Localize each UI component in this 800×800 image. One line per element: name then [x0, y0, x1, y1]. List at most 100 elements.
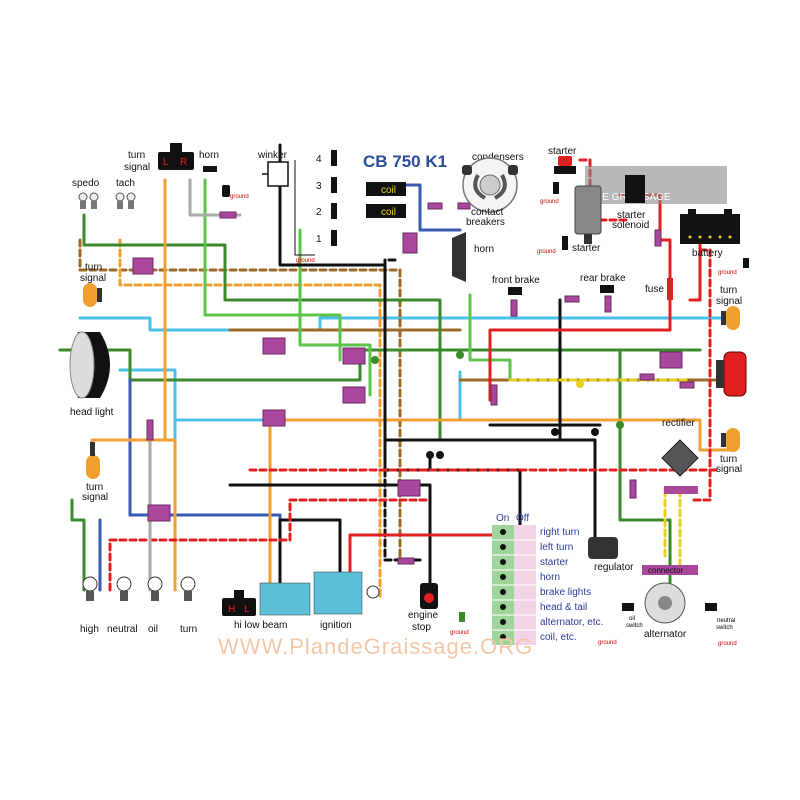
- starter-button: starter ground: [540, 146, 577, 205]
- svg-text:R: R: [180, 157, 187, 168]
- svg-text:horn: horn: [199, 150, 219, 161]
- legend-item: brake lights: [540, 587, 591, 598]
- speedo-tach-lamps: spedo tach: [72, 178, 136, 209]
- ignition-switch: ignition: [313, 571, 380, 631]
- svg-text:oil: oil: [629, 616, 635, 622]
- svg-text:ground: ground: [540, 199, 559, 205]
- starter-motor: ground starter: [537, 185, 602, 255]
- svg-text:solenoid: solenoid: [612, 220, 649, 231]
- svg-text:signal: signal: [80, 273, 106, 284]
- battery: battery ground: [680, 209, 749, 276]
- svg-text:turn: turn: [720, 285, 737, 296]
- turn-signal-switch: turn signal L R: [124, 143, 194, 173]
- rear-brake-switch: rear brake: [580, 273, 626, 293]
- svg-text:oil: oil: [148, 624, 158, 635]
- svg-text:ground: ground: [718, 641, 737, 647]
- legend-item: left turn: [540, 542, 573, 553]
- alternator-connector: connector: [642, 565, 698, 575]
- legend-item: coil, etc.: [540, 632, 577, 643]
- svg-text:regulator: regulator: [594, 562, 634, 573]
- svg-text:coil: coil: [381, 207, 396, 218]
- wires: [58, 143, 732, 602]
- svg-text:2: 2: [316, 207, 322, 218]
- svg-text:neutral: neutral: [717, 618, 735, 624]
- svg-text:ground: ground: [598, 640, 617, 646]
- svg-text:rear brake: rear brake: [580, 273, 626, 284]
- legend-table: On Off right turn left turn starter horn…: [492, 513, 603, 645]
- hi-low-beam-switch: H L hi low beam: [222, 582, 311, 631]
- connectors: [132, 202, 695, 565]
- svg-text:starter: starter: [617, 210, 646, 221]
- svg-text:horn: horn: [474, 244, 494, 255]
- svg-text:signal: signal: [716, 464, 742, 475]
- front-brake-switch: front brake: [492, 275, 540, 295]
- svg-text:winker: winker: [257, 150, 288, 161]
- svg-text:stop: stop: [412, 622, 431, 633]
- oil-switch: oil switch ground: [598, 603, 643, 646]
- svg-text:coil: coil: [381, 185, 396, 196]
- svg-text:alternator: alternator: [644, 629, 687, 640]
- svg-text:On: On: [496, 513, 509, 524]
- svg-text:ignition: ignition: [320, 620, 352, 631]
- tail-light: [716, 351, 747, 397]
- svg-text:high: high: [80, 624, 99, 635]
- svg-text:fuse: fuse: [645, 284, 664, 295]
- ignition-coils: coil coil: [366, 182, 406, 218]
- horn: horn: [452, 232, 494, 282]
- svg-text:3: 3: [316, 181, 322, 192]
- svg-text:signal: signal: [716, 296, 742, 307]
- svg-text:1: 1: [316, 234, 322, 245]
- svg-text:H: H: [228, 604, 235, 615]
- svg-text:L: L: [163, 157, 169, 168]
- svg-text:ground: ground: [230, 194, 249, 200]
- svg-text:contact: contact: [471, 207, 503, 218]
- svg-text:head light: head light: [70, 407, 114, 418]
- diagram-title: CB 750 K1: [363, 152, 447, 171]
- svg-text:starter: starter: [548, 146, 577, 157]
- legend-item: head & tail: [540, 602, 587, 613]
- svg-text:switch: switch: [626, 623, 643, 629]
- svg-text:switch: switch: [716, 625, 733, 631]
- fuse: fuse: [645, 278, 673, 300]
- svg-text:front brake: front brake: [492, 275, 540, 286]
- watermark-text: WWW.PlandeGraissage.ORG: [218, 634, 533, 659]
- svg-text:turn: turn: [128, 150, 145, 161]
- turn-signal-rear-right: turn signal: [716, 428, 742, 475]
- contact-breakers: condensers contact breakers: [462, 152, 524, 228]
- svg-text:breakers: breakers: [466, 217, 505, 228]
- svg-text:hi low beam: hi low beam: [234, 620, 287, 631]
- legend-item: alternator, etc.: [540, 617, 603, 628]
- engine-stop-switch: engine stop: [408, 583, 438, 633]
- turn-signal-front-left: turn signal: [80, 262, 106, 307]
- svg-text:ground: ground: [537, 249, 556, 255]
- svg-text:L: L: [244, 604, 250, 615]
- svg-text:spedo: spedo: [72, 178, 100, 189]
- svg-text:starter: starter: [572, 243, 601, 254]
- svg-text:battery: battery: [692, 248, 723, 259]
- svg-text:engine: engine: [408, 610, 438, 621]
- starter-solenoid: starter solenoid: [612, 175, 649, 231]
- svg-text:rectifier: rectifier: [662, 418, 695, 429]
- svg-text:turn: turn: [180, 624, 197, 635]
- svg-text:signal: signal: [82, 492, 108, 503]
- svg-text:Off: Off: [516, 513, 529, 524]
- regulator: regulator: [588, 537, 634, 573]
- svg-text:connector: connector: [648, 566, 683, 575]
- neutral-switch: neutral switch ground: [705, 603, 737, 647]
- spark-plugs: 4 3 2 1 ground: [294, 150, 337, 264]
- winker-relay: winker: [257, 150, 289, 187]
- watermark-logo: DE GRAISSAGE: [585, 166, 727, 204]
- svg-text:turn: turn: [85, 262, 102, 273]
- alternator: alternator: [644, 582, 687, 640]
- svg-text:turn: turn: [720, 454, 737, 465]
- svg-text:signal: signal: [124, 162, 150, 173]
- legend-item: horn: [540, 572, 560, 583]
- svg-text:tach: tach: [116, 178, 135, 189]
- svg-text:condensers: condensers: [472, 152, 524, 163]
- svg-text:neutral: neutral: [107, 624, 138, 635]
- svg-text:ground: ground: [718, 270, 737, 276]
- ground-point: ground: [450, 612, 469, 636]
- turn-signal-rear-left: turn signal: [82, 442, 108, 503]
- horn-button: horn ground: [199, 150, 249, 200]
